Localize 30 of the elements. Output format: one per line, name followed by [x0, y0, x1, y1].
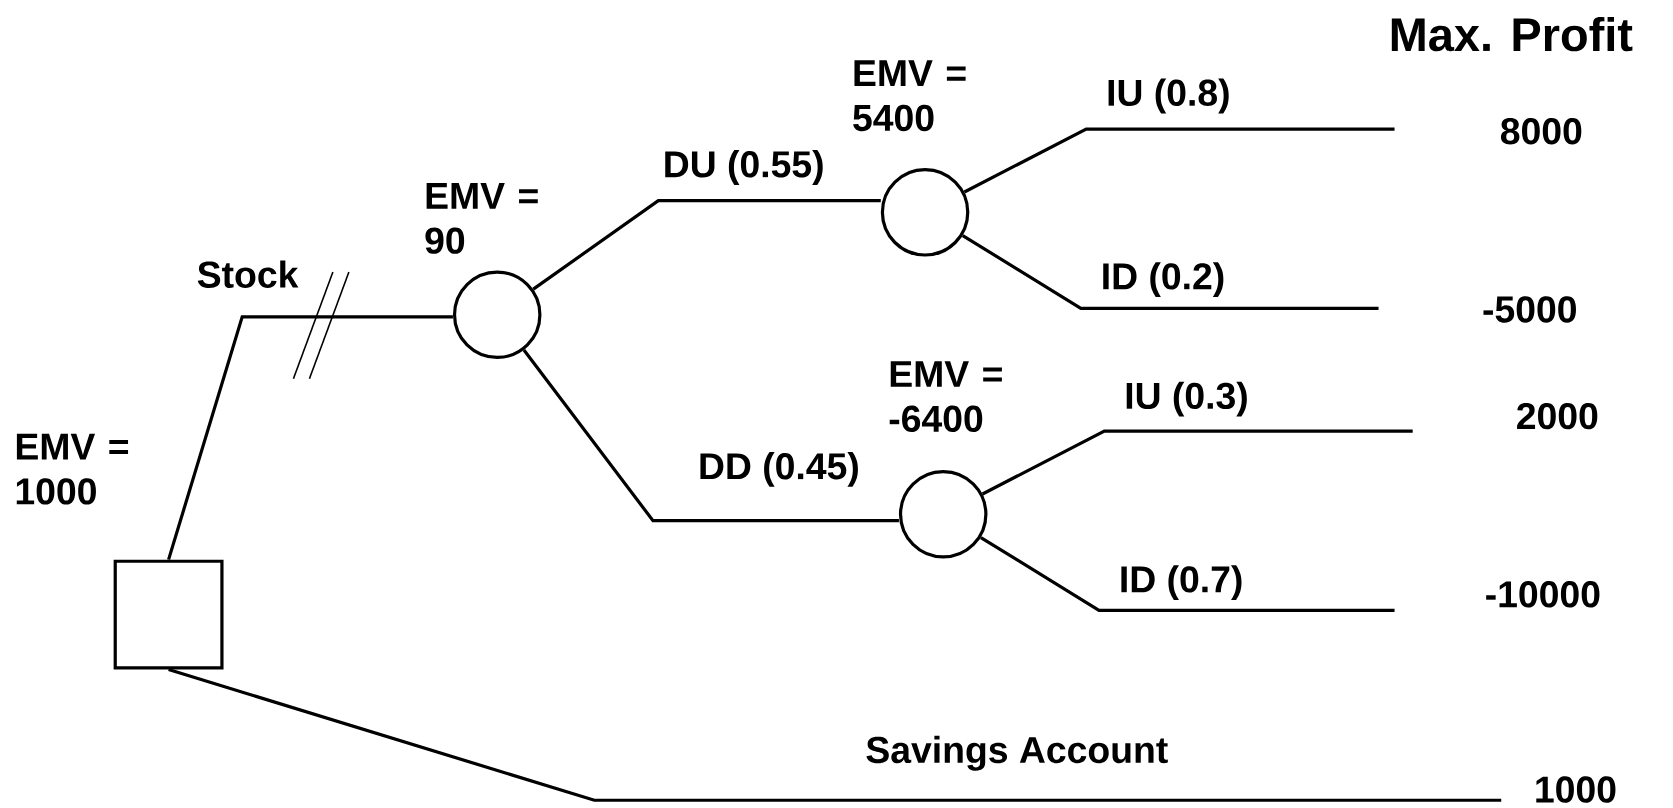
payoff-value: -5000: [1483, 296, 1576, 323]
edge-label: ID (0.2): [1103, 262, 1224, 298]
chance-circle: [898, 470, 988, 559]
payoff-value: 1000: [1536, 776, 1616, 803]
edge-label: IU (0.8): [1108, 78, 1229, 114]
emv-label: EMV = -6400: [889, 361, 1002, 433]
decision-square: [113, 559, 224, 670]
edge-label: Savings Account: [866, 735, 1168, 771]
branch-line: [963, 127, 1395, 194]
branch-line: [980, 536, 1395, 613]
edge-label: DD (0.45): [700, 452, 858, 488]
edge-label: IU (0.3): [1126, 381, 1247, 417]
payoff-value: 2000: [1517, 403, 1598, 430]
branch-line: [167, 315, 453, 561]
edge-label: ID (0.7): [1121, 565, 1242, 601]
chance-circle: [880, 168, 970, 257]
payoff-value: 8000: [1500, 118, 1582, 145]
edge-label: DU (0.55): [665, 150, 823, 186]
payoff-value: -10000: [1486, 581, 1600, 608]
column-heading: Max. Profit: [1391, 17, 1633, 52]
emv-label: EMV = 5400: [853, 60, 966, 132]
emv-label: EMV = 90: [425, 183, 538, 254]
edge-label: Stock: [197, 260, 299, 289]
branch-line: [532, 199, 881, 291]
branch-line: [168, 668, 1502, 802]
branch-line: [961, 234, 1379, 311]
branch-line: [981, 429, 1413, 496]
emv-label: EMV = 1000: [16, 433, 129, 505]
chance-circle: [452, 270, 542, 360]
branch-line: [522, 349, 899, 523]
